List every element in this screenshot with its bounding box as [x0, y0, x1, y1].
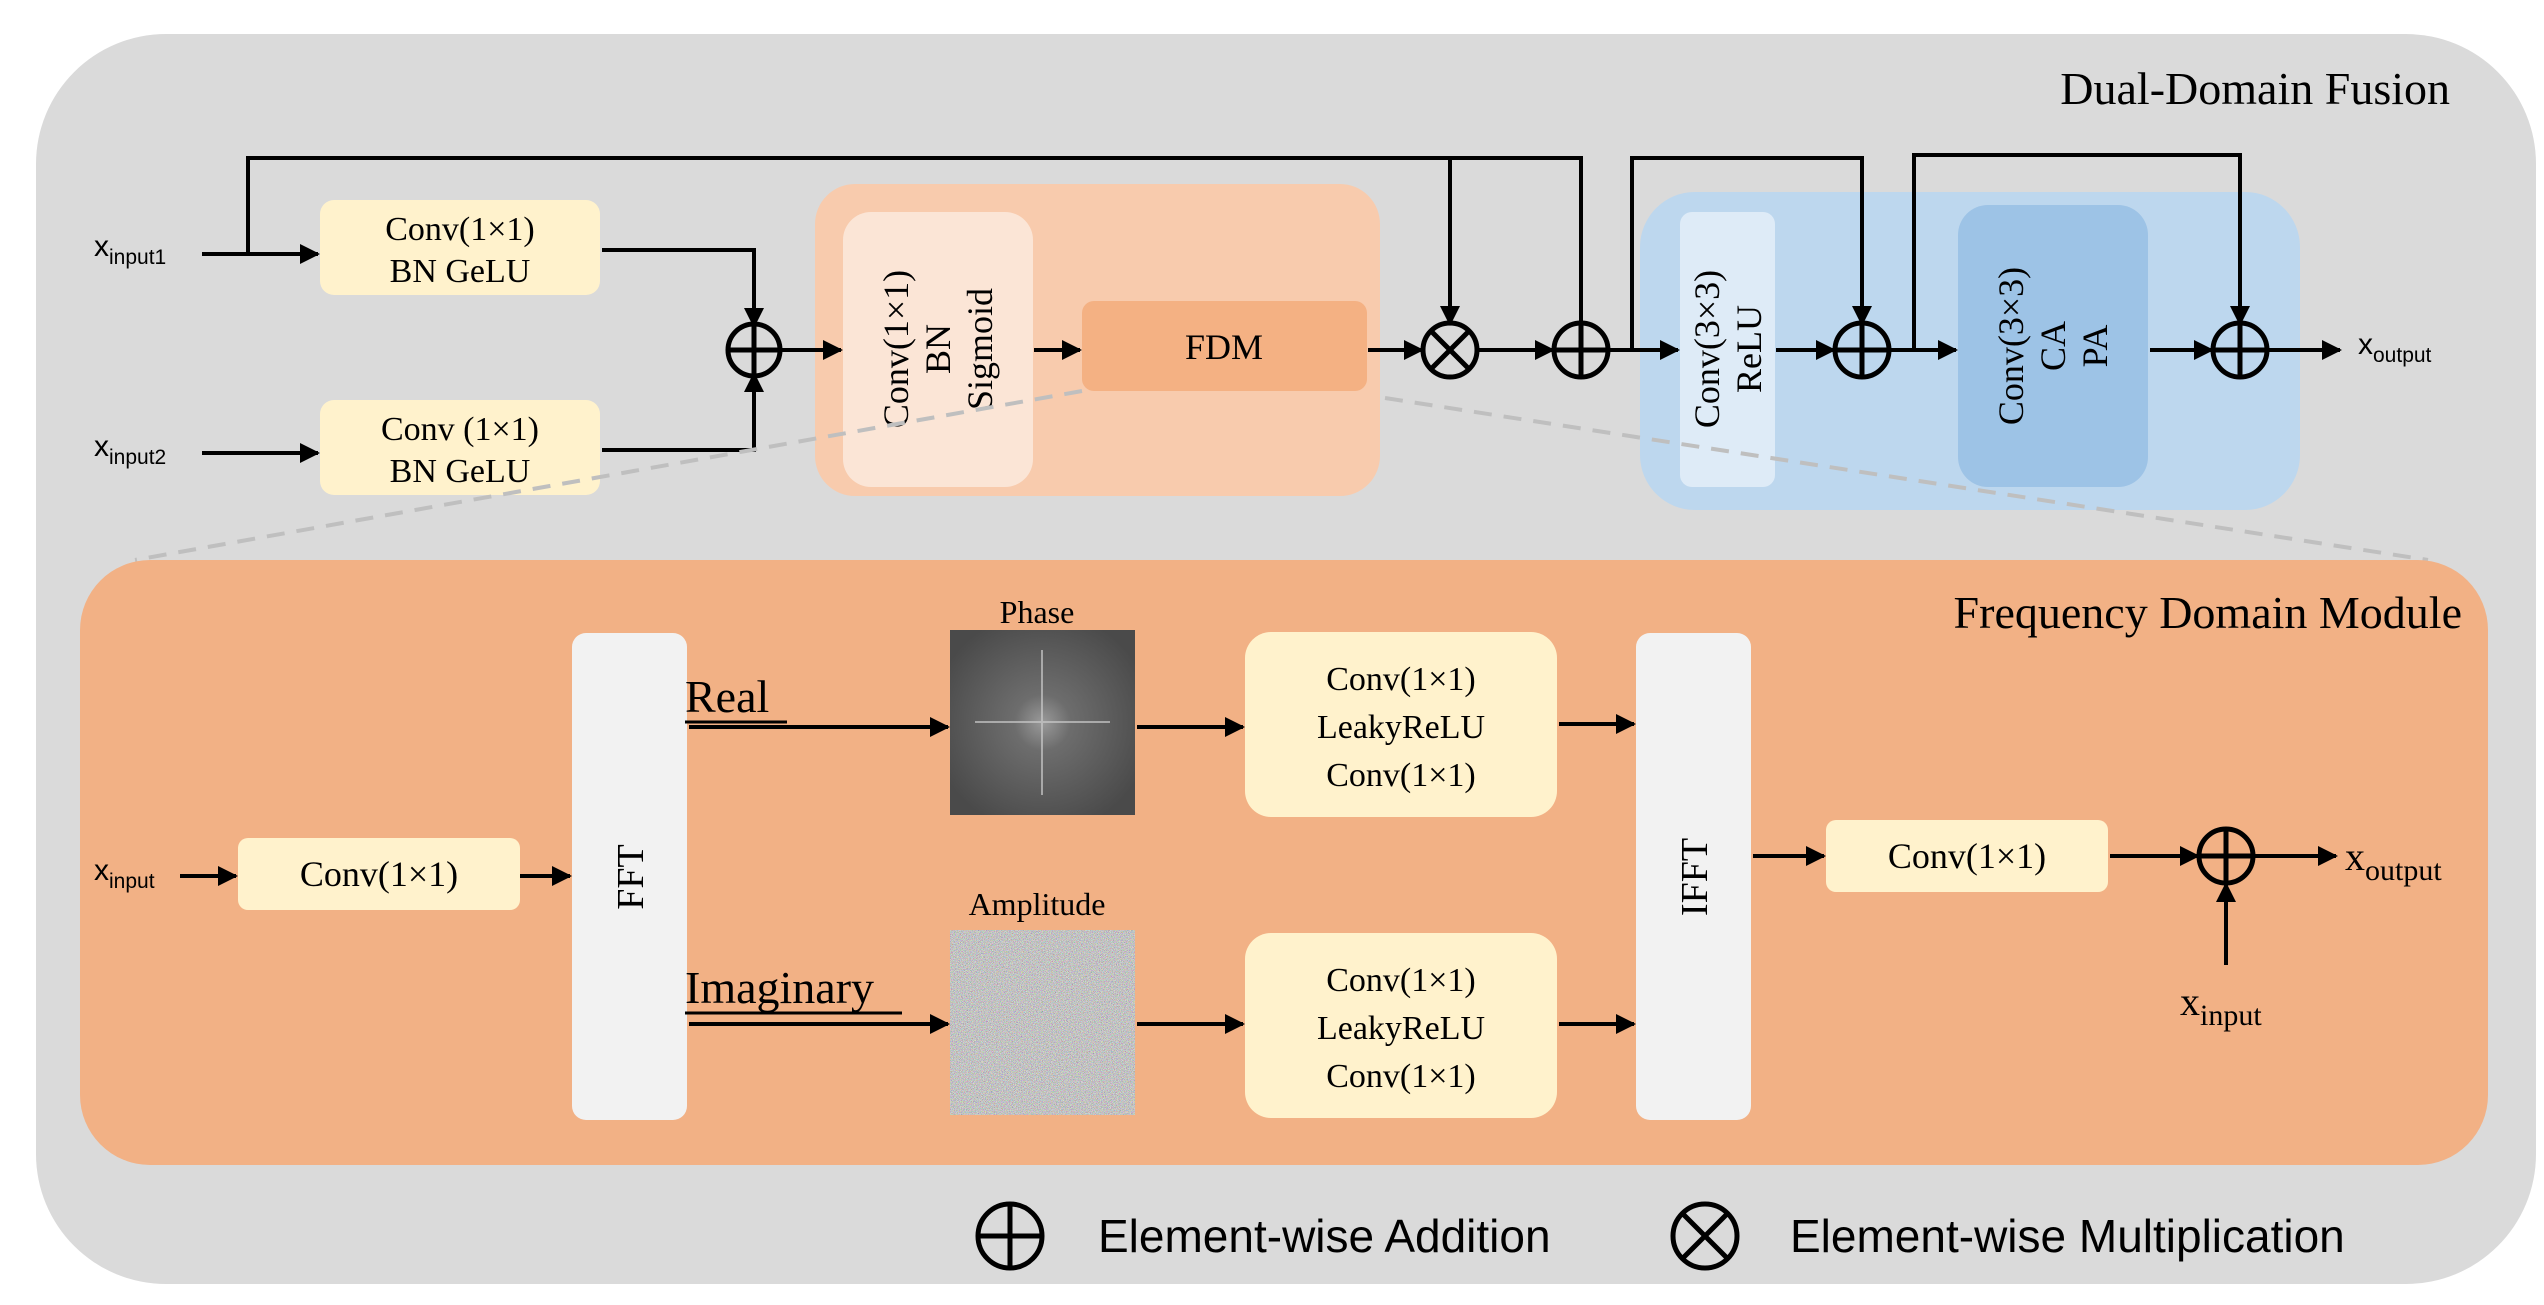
fft-block [572, 633, 687, 1120]
conv-bottom-line-2: BN GeLU [390, 453, 531, 490]
conv-top-block [320, 200, 600, 295]
conv-top-line-1: Conv(1×1) [385, 211, 535, 248]
conv33-capa-line-2: CA [2033, 321, 2073, 371]
dual-domain-fusion-title: Dual-Domain Fusion [2060, 63, 2450, 114]
branch-top-line-3: Conv(1×1) [1326, 757, 1476, 794]
conv-top-line-2: BN GeLU [390, 253, 531, 290]
gate-line-3: Sigmoid [960, 288, 1000, 410]
conv-in-block [238, 838, 520, 910]
ifft-block [1636, 633, 1751, 1120]
add-operator-1 [725, 321, 783, 379]
add-operator-2 [1551, 320, 1611, 380]
fdm-input-label: xinput [94, 854, 155, 893]
branch-bottom-line-3: Conv(1×1) [1326, 1058, 1476, 1095]
phase-spectrum-cross [975, 650, 1110, 795]
fdm-block[interactable] [1082, 301, 1367, 391]
zoom-connectors [134, 389, 2429, 562]
gate-line-1: Conv(1×1) [876, 270, 916, 428]
branch-bottom-block [1245, 933, 1557, 1118]
branch-top-block [1245, 632, 1557, 817]
branch-bottom-line-1: Conv(1×1) [1326, 962, 1476, 999]
legend-multiplication-label: Element-wise Multiplication [1790, 1210, 2345, 1262]
top-output-label: xoutput [2358, 328, 2432, 367]
conv33-capa-text: Conv(3×3) CA PA [1991, 267, 2115, 425]
real-label: Real [685, 671, 769, 722]
fdm-wires [180, 714, 2338, 1034]
fft-label: FFT [610, 844, 652, 909]
conv33-relu-line-2: ReLU [1729, 305, 1769, 393]
multiply-operator [1420, 320, 1480, 380]
conv-out-block [1826, 820, 2108, 892]
input1-label: xinput1 [94, 230, 166, 269]
branch-top-line-1: Conv(1×1) [1326, 661, 1476, 698]
amplitude-label: Amplitude [969, 886, 1106, 922]
conv-bottom-line-1: Conv (1×1) [381, 411, 539, 448]
conv33-capa-line-1: Conv(3×3) [1991, 267, 2031, 425]
fdm-residual-input-label: xinput [2180, 979, 2262, 1032]
conv33-capa-block [1958, 205, 2148, 487]
conv-in-label: Conv(1×1) [300, 854, 458, 894]
phase-label: Phase [1000, 594, 1075, 630]
branch-top-line-2: LeakyReLU [1317, 709, 1485, 746]
fdm-output-label: xoutput [2345, 834, 2442, 887]
gate-block-text: Conv(1×1) BN Sigmoid [876, 270, 1000, 428]
ifft-label: IFFT [1674, 838, 1716, 916]
conv-out-label: Conv(1×1) [1888, 836, 2046, 876]
fdm-label: FDM [1185, 327, 1263, 367]
legend-addition-icon [975, 1201, 1045, 1271]
top-wires [202, 153, 2342, 463]
add-operator-4 [2210, 320, 2270, 380]
conv33-relu-block [1680, 212, 1775, 487]
input2-label: xinput2 [94, 430, 166, 469]
frequency-domain-title: Frequency Domain Module [1954, 587, 2462, 638]
legend-addition-label: Element-wise Addition [1098, 1210, 1551, 1262]
gate-line-2: BN [918, 324, 958, 374]
conv33-capa-line-3: PA [2075, 325, 2115, 368]
conv33-relu-line-1: Conv(3×3) [1687, 270, 1727, 428]
amplitude-image [950, 930, 1135, 1115]
conv33-relu-text: Conv(3×3) ReLU [1687, 270, 1769, 428]
fdm-add-operator [2196, 826, 2256, 886]
conv-bottom-block [320, 400, 600, 495]
add-operator-3 [1832, 320, 1892, 380]
legend-multiplication-icon [1670, 1201, 1740, 1271]
gate-block [843, 212, 1033, 487]
branch-bottom-line-2: LeakyReLU [1317, 1010, 1485, 1047]
imaginary-label: Imaginary [685, 962, 874, 1013]
